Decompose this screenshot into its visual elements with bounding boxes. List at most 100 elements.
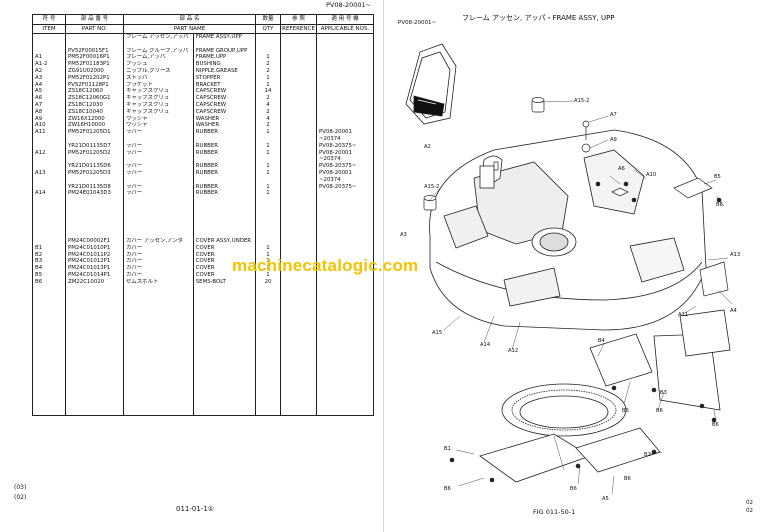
col-item-jp: 符 号	[32, 14, 66, 25]
blank-cell	[65, 292, 124, 300]
cell-name-en: COVER	[192, 251, 257, 259]
cell-qty	[255, 156, 281, 164]
cell-appl: PV08-20001	[316, 149, 374, 157]
cell-name-en: WASHER	[192, 122, 257, 130]
cell-item	[32, 183, 66, 191]
blank-cell	[255, 333, 281, 340]
blank-cell	[280, 346, 317, 354]
blank-cell	[280, 360, 317, 368]
blank-cell	[123, 203, 194, 211]
cell-item: B4	[32, 265, 66, 272]
blank-cell	[65, 197, 124, 204]
blank-cell	[123, 197, 194, 204]
blank-cell	[32, 353, 66, 361]
cell-item: A13	[32, 169, 66, 177]
blank-cell	[123, 339, 194, 347]
cell-appl	[316, 278, 374, 286]
cell-part-no: PM24C01013P1	[65, 265, 124, 272]
blank-cell	[123, 407, 194, 416]
cell-appl	[316, 47, 374, 55]
cell-qty: 2	[255, 61, 281, 68]
cell-qty: 4	[255, 115, 281, 123]
cell-part-no: PM52F01183P1	[65, 61, 124, 68]
blank-row	[32, 387, 374, 395]
blank-cell	[65, 326, 124, 334]
cell-name-jp	[123, 176, 194, 184]
cell-appl: ~20374	[316, 156, 374, 164]
table-header-jp: 符 号 部 品 番 号 部 品 名 数量 参 照 適 用 号 機	[32, 14, 374, 25]
cell-item: A1-2	[32, 61, 66, 68]
blank-cell	[255, 292, 281, 300]
blank-row	[32, 292, 374, 300]
cell-appl	[316, 74, 374, 82]
blank-row	[32, 353, 374, 361]
cell-qty: 2	[255, 95, 281, 102]
cell-name-jp	[123, 40, 194, 48]
callout-label: B6	[656, 408, 663, 414]
cell-appl: PV08-20375~	[316, 183, 374, 191]
blank-cell	[280, 401, 317, 408]
col-appl: APPLICABLE NOS.	[316, 23, 374, 34]
blank-cell	[255, 353, 281, 361]
blank-row	[32, 326, 374, 334]
blank-cell	[192, 292, 257, 300]
cell-ref	[280, 169, 317, 177]
cell-part-no: PM52F01205D2	[65, 149, 124, 157]
cell-part-no: PM52F00016P1	[65, 54, 124, 62]
callout-label: A15-2	[574, 98, 589, 104]
blank-cell	[280, 210, 317, 218]
cell-name-jp	[123, 156, 194, 164]
cell-qty: 4	[255, 101, 281, 109]
cell-qty: 1	[255, 142, 281, 150]
cell-item	[32, 47, 66, 55]
cell-item: B2	[32, 251, 66, 259]
blank-cell	[192, 197, 257, 204]
cell-name-en: FRAME,UPP	[192, 54, 257, 62]
cell-qty: 1	[255, 244, 281, 252]
cell-appl	[316, 251, 374, 259]
blank-cell	[123, 326, 194, 334]
callout-label: A5	[602, 496, 609, 502]
blank-cell	[65, 353, 124, 361]
blank-cell	[32, 292, 66, 300]
blank-cell	[32, 305, 66, 313]
blank-cell	[255, 394, 281, 402]
blank-cell	[123, 312, 194, 320]
cell-part-no: PM24C01012P1	[65, 258, 124, 266]
cell-item: A6	[32, 95, 66, 102]
cell-name-en	[192, 156, 257, 164]
cell-item	[32, 156, 66, 164]
cell-part-no	[65, 40, 124, 48]
blank-cell	[123, 394, 194, 402]
blank-row	[32, 401, 374, 408]
blank-cell	[192, 231, 257, 238]
blank-cell	[192, 387, 257, 395]
blank-cell	[316, 360, 374, 368]
blank-cell	[123, 401, 194, 408]
cell-ref	[280, 122, 317, 130]
blank-row	[32, 394, 374, 402]
cell-name-en: RUBBER	[192, 183, 257, 191]
cell-appl	[316, 122, 374, 130]
cell-appl: ~20374	[316, 176, 374, 184]
cell-name-jp: キャップスクリュ	[123, 95, 194, 102]
col-partno-jp: 部 品 番 号	[65, 14, 124, 25]
blank-cell	[65, 367, 124, 374]
blank-cell	[32, 380, 66, 388]
cell-name-jp: ストッパ	[123, 74, 194, 82]
blank-cell	[65, 305, 124, 313]
blank-cell	[255, 210, 281, 218]
col-item: ITEM	[32, 23, 66, 34]
right-page-diagram: フレーム アッセン, アッパ・FRAME ASSY, UPP PV08-2000…	[384, 0, 768, 532]
cell-name-en	[192, 135, 257, 143]
cell-name-en: COVER ASSY,UNDER	[192, 237, 257, 245]
cell-appl	[316, 101, 374, 109]
callout-label: A12	[508, 348, 518, 354]
